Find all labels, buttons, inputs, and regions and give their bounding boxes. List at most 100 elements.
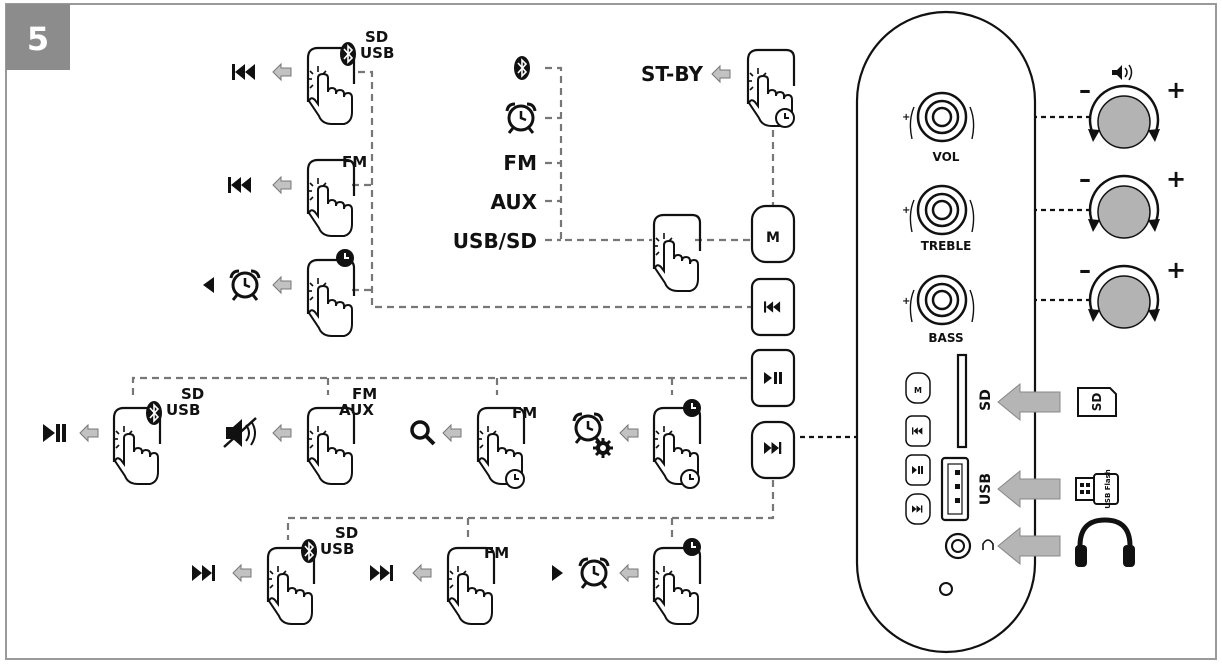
finger-press-icon <box>305 258 356 338</box>
usb-label: USB <box>360 44 394 62</box>
treble-knob <box>1086 174 1162 240</box>
usb-insert: USB Flash <box>997 469 1119 509</box>
sd-card-icon: SD <box>1077 387 1117 417</box>
figure-number: 5 <box>27 20 49 58</box>
usb-slot-label: USB <box>978 473 994 505</box>
mute-icon <box>223 417 257 448</box>
alarm-back-step <box>203 248 356 338</box>
clock-icon <box>682 537 702 557</box>
play-pause-sd-usb-step: SD USB <box>43 385 204 486</box>
next-preset-fm-step: FM <box>370 544 509 626</box>
usb-label: USB <box>320 540 354 558</box>
alarm-clock-icon <box>572 412 604 445</box>
panel-mode-button <box>905 372 931 404</box>
gray-arrow-icon <box>272 63 292 81</box>
aux-mode-label: AUX <box>490 190 537 214</box>
plus-sign: + <box>902 112 910 123</box>
sd-slot-label: SD <box>978 389 994 411</box>
finger-press-icon <box>305 406 356 486</box>
gray-arrow-icon <box>412 564 432 582</box>
usb-label: USB <box>166 401 200 419</box>
figure-badge <box>6 4 70 70</box>
gray-arrow-icon <box>79 424 99 442</box>
usb-sd-mode-label: USB/SD <box>453 229 537 253</box>
plus-sign: + <box>1166 256 1186 284</box>
gray-arrow-icon <box>232 564 252 582</box>
alarm-clock-icon <box>578 557 610 590</box>
sd-label: SD <box>365 28 388 46</box>
alarm-settings-step <box>572 398 702 489</box>
prev-track-sd-usb-step: SD USB <box>232 28 394 126</box>
bluetooth-icon <box>145 400 163 426</box>
clock-icon <box>505 469 525 489</box>
figure-frame <box>5 3 1217 660</box>
bluetooth-icon <box>300 538 318 564</box>
gray-arrow-icon <box>442 424 462 442</box>
aux-label: AUX <box>339 401 374 419</box>
device-panel: + VOL + TREBLE + BASS SD M USB <box>855 10 1037 654</box>
mode-list: FM AUX USB/SD <box>453 55 702 293</box>
alarm-clock-icon <box>505 102 537 135</box>
search-icon <box>410 420 436 446</box>
previous-track-icon <box>232 64 255 80</box>
sd-label: SD <box>181 385 204 403</box>
previous-track-icon <box>228 177 251 193</box>
finger-press-icon <box>651 546 702 626</box>
search-fm-step: FM <box>410 404 537 489</box>
gray-arrow-icon <box>711 65 731 83</box>
finger-press-icon <box>651 213 702 293</box>
usb-flash-label: USB Flash <box>1104 469 1112 509</box>
clock-icon <box>682 398 702 418</box>
bluetooth-icon <box>513 55 531 81</box>
alarm-forward-step <box>552 537 702 626</box>
fm-label: FM <box>512 404 537 422</box>
headphones-icon <box>1075 517 1135 567</box>
led-indicator <box>939 582 953 596</box>
clock-icon <box>335 248 355 268</box>
treble-label: TREBLE <box>921 239 972 253</box>
treble-knob-control: – + <box>1079 165 1186 240</box>
vol-label: VOL <box>933 150 960 164</box>
play-pause-icon <box>764 372 782 384</box>
sd-insert: SD <box>997 383 1117 421</box>
sd-card-slot <box>956 353 968 449</box>
alarm-clock-icon <box>229 269 261 302</box>
minus-sign: – <box>1079 165 1091 193</box>
clock-icon <box>775 108 795 128</box>
standby-step: ST-BY <box>641 48 796 128</box>
bass-label: BASS <box>928 331 963 345</box>
finger-press-icon <box>305 158 356 238</box>
play-pause-icon <box>912 466 923 474</box>
gray-arrow-icon <box>272 424 292 442</box>
plus-sign: + <box>1166 76 1186 104</box>
next-track-icon <box>370 565 393 581</box>
sd-card-label: SD <box>1090 393 1104 412</box>
panel-outline <box>855 10 1037 654</box>
minus-sign: – <box>1079 76 1091 104</box>
fm-mode-label: FM <box>503 151 537 175</box>
next-track-sd-usb-step: SD USB <box>192 524 358 626</box>
stby-label: ST-BY <box>641 62 704 86</box>
mute-fm-aux-step: FM AUX <box>223 385 377 486</box>
mode-button <box>750 204 796 264</box>
gray-arrow-icon <box>619 564 639 582</box>
play-pause-button <box>750 348 796 408</box>
bass-knob <box>1086 264 1162 330</box>
plus-sign: + <box>1166 165 1186 193</box>
headphone-insert <box>997 517 1135 567</box>
clock-icon <box>680 469 700 489</box>
prev-preset-fm-step: FM <box>228 153 367 238</box>
gear-icon <box>593 438 613 458</box>
volume-knob <box>1086 84 1162 150</box>
gray-arrow-icon <box>272 276 292 294</box>
bluetooth-icon <box>339 41 357 67</box>
next-track-icon <box>192 565 215 581</box>
speaker-volume-icon <box>1112 64 1133 81</box>
volume-knob-control: – + <box>1079 64 1186 150</box>
play-pause-icon <box>43 424 66 442</box>
fm-label: FM <box>352 385 377 403</box>
sd-label: SD <box>335 524 358 542</box>
fm-label: FM <box>484 544 509 562</box>
